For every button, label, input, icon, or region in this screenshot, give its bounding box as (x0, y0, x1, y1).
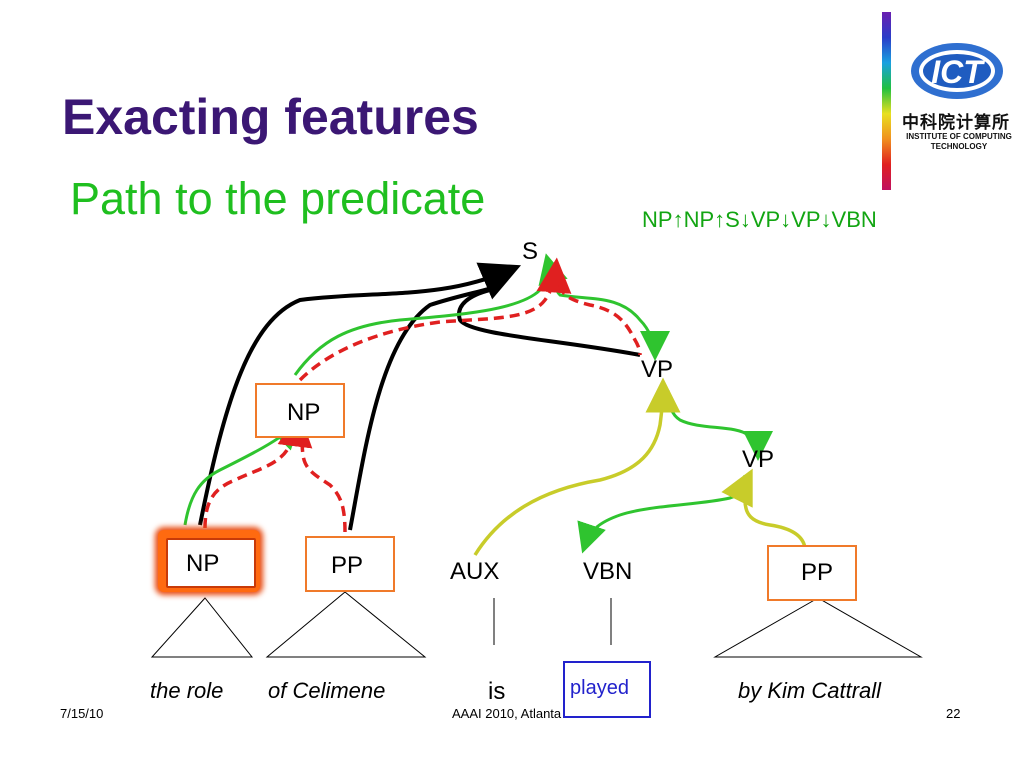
word-the-role: the role (150, 678, 224, 703)
path-step: S (725, 207, 740, 232)
node-aux: AUX (450, 558, 500, 585)
path-yellow-pp-vp (721, 468, 807, 549)
path-step: NP (642, 207, 673, 232)
path-yellow-aux-vp (473, 377, 681, 556)
path-green-s-vp (553, 274, 670, 361)
triangle-by-kim-cattrall (713, 597, 923, 658)
slide-title: Exacting features (62, 89, 479, 145)
path-red-pp-np (300, 427, 347, 533)
node-s: S (522, 238, 539, 265)
ict-logo-icon: ICT (911, 43, 1003, 99)
footer-date: 7/15/10 (60, 706, 104, 721)
node-vp-top: VP (641, 356, 674, 383)
node-vbn: VBN (583, 558, 633, 585)
footer-page-number: 22 (946, 706, 961, 721)
path-green-vp-vbn (577, 474, 747, 554)
node-vp-mid: VP (742, 446, 775, 473)
down-arrow-icon: ↓ (780, 207, 792, 232)
node-np-mid-box: NP (255, 383, 345, 438)
down-arrow-icon: ↓ (739, 207, 751, 232)
path-red-np-s (298, 257, 572, 382)
path-step: VP (750, 207, 781, 232)
path-step: VBN (831, 207, 877, 232)
node-pp-leaf: PP (331, 552, 364, 579)
footer-venue: AAAI 2010, Atlanta (452, 706, 562, 721)
logo-text: INSTITUTE OF COMPUTING TECHNOLOGY (895, 132, 1023, 152)
path-green-np-s (293, 253, 568, 376)
path-feature-label: NP↑NP↑S↓VP↓VP↓VBN (642, 207, 877, 233)
node-pp-right-box: PP (767, 545, 857, 601)
logo-line2: TECHNOLOGY (930, 142, 988, 151)
logo-color-bar (882, 12, 891, 190)
up-arrow-icon: ↑ (714, 207, 726, 232)
node-pp-leaf-box: PP (305, 536, 395, 592)
triangle-of-celimene (265, 591, 427, 658)
node-np-mid: NP (287, 399, 321, 426)
path-green-vp-vp (666, 389, 773, 461)
down-arrow-icon: ↓ (820, 207, 832, 232)
slide-subtitle: Path to the predicate (70, 173, 486, 224)
triangle-the-role (150, 597, 254, 658)
edge-pp-to-s (348, 283, 501, 531)
path-red-s-vp (558, 284, 642, 356)
up-arrow-icon: ↑ (672, 207, 684, 232)
word-played-box: played (563, 661, 651, 718)
node-np-leaf-highlight: NP (158, 530, 260, 592)
word-by-kim-cattrall: by Kim Cattrall (738, 678, 882, 703)
word-of-celimene: of Celimene (268, 678, 386, 703)
path-step: NP (683, 207, 715, 232)
node-np-leaf: NP (186, 550, 220, 577)
node-pp-right: PP (801, 559, 834, 586)
edge-np-to-s (198, 262, 522, 526)
edge-vp-to-s (457, 288, 641, 357)
logo-abbr: ICT (931, 54, 985, 90)
logo-line1: INSTITUTE OF COMPUTING (906, 132, 1012, 141)
word-played: played (570, 677, 629, 699)
word-is: is (488, 678, 506, 705)
logo-chinese: 中科院计算所 (902, 113, 1010, 132)
path-step: VP (791, 207, 821, 232)
